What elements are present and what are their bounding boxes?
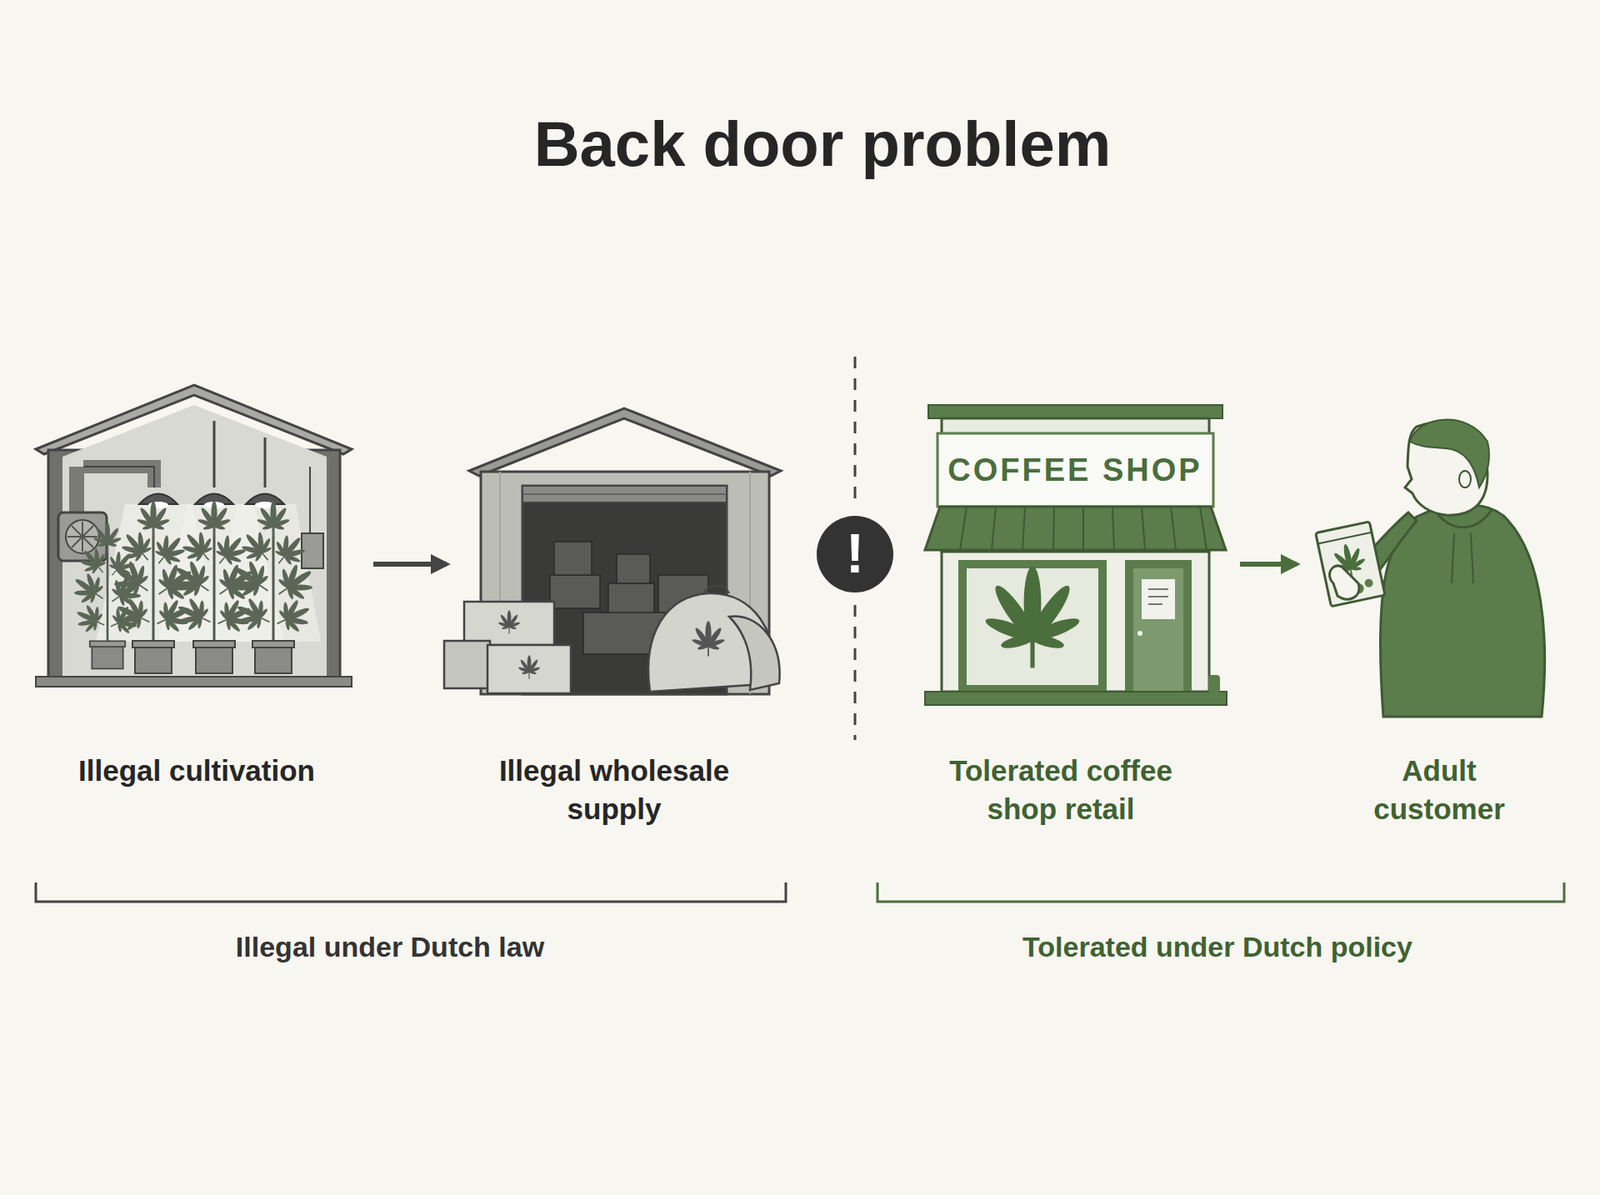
- stage-node: Adult customer: [1300, 383, 1579, 835]
- coffee-shop-part-part: [1112, 506, 1115, 550]
- grow-house-part-part: [165, 500, 263, 674]
- warehouse-part: [444, 601, 571, 694]
- coffee-shop-part: [937, 433, 1214, 507]
- separator-part: [854, 356, 857, 505]
- coffee-shop-part-part: [1200, 506, 1207, 550]
- coffee-shop-part-part: [1170, 506, 1176, 550]
- warehouse-part-part: [616, 554, 650, 584]
- bracket: [35, 882, 786, 902]
- warehouse-part-part: [464, 601, 555, 645]
- warehouse-part: [729, 616, 780, 690]
- grow-house-part: [58, 512, 107, 561]
- coffee-shop-part-part: [991, 506, 996, 550]
- warehouse-part: [517, 655, 540, 679]
- warehouse-part-part: [608, 583, 655, 617]
- grow-house-part-part: [225, 500, 322, 674]
- customer-figure-part-part: [1315, 521, 1385, 607]
- customer-figure-part: [1451, 533, 1455, 584]
- stage-label: Illegal wholesale supply: [480, 751, 748, 829]
- flow-arrow: [1240, 561, 1297, 567]
- warning-icon: !: [845, 521, 865, 585]
- customer-figure-part: [1410, 420, 1490, 488]
- customer-figure-part-part: [1364, 578, 1375, 589]
- warehouse-part: [691, 620, 726, 656]
- coffee-shop-part: [925, 506, 1226, 550]
- grow-house-part: [67, 521, 98, 552]
- stage-node: Tolerated coffee shop retail: [883, 383, 1239, 835]
- coffee-shop-part: [928, 405, 1223, 419]
- grow-house-part: [309, 466, 311, 534]
- shop-sign-text: COFFEE SHOP: [947, 452, 1202, 489]
- grow-house-part: [66, 500, 322, 674]
- warehouse-part-part: [554, 541, 592, 575]
- coffee-shop-part: [960, 506, 1207, 550]
- warehouse-part: [497, 610, 520, 634]
- stage-label: Adult customer: [1355, 751, 1523, 829]
- grow-house-part-part: [105, 500, 202, 674]
- coffee-shop: [925, 405, 1227, 705]
- coffee-shop-part: [1141, 579, 1175, 620]
- customer-figure-part-part: [1317, 532, 1372, 545]
- coffee-shop-part: [1137, 630, 1143, 636]
- coffee-shop-part: [1148, 589, 1169, 605]
- coffee-shop-part-part: [1141, 506, 1145, 550]
- warehouse-part-part: [487, 645, 571, 694]
- separator-part: [816, 515, 894, 593]
- warehouse-part: [469, 408, 781, 476]
- grow-house-part: [65, 520, 100, 554]
- warehouse: [444, 408, 781, 695]
- bracket: [877, 882, 1565, 902]
- customer-figure-part: [1315, 521, 1385, 607]
- customer-figure: [1315, 420, 1545, 717]
- separator: [816, 356, 894, 740]
- coffee-shop-part: [1133, 568, 1184, 694]
- customer-figure-part: [1459, 470, 1471, 488]
- grow-house-part: [62, 405, 327, 677]
- warehouse-part-part: [444, 640, 490, 689]
- grow-house-part: [35, 676, 352, 687]
- coffee-shop-part-part: [1022, 506, 1025, 550]
- grow-house-part: [69, 466, 85, 517]
- grow-house-part: [83, 466, 155, 488]
- coffee-shop-part: [925, 691, 1227, 705]
- coffee-shop-part: [1208, 675, 1220, 694]
- customer-figure-part: [1329, 565, 1360, 600]
- grow-house-part: [213, 420, 216, 488]
- coffee-shop-part-part: [1082, 506, 1085, 550]
- bracket-label: Tolerated under Dutch policy: [1022, 930, 1413, 964]
- stage-label: Tolerated coffee shop retail: [919, 751, 1203, 829]
- grow-house-part: [264, 437, 267, 488]
- bracket-label: Illegal under Dutch law: [235, 930, 545, 964]
- flow-arrow: [373, 561, 447, 567]
- coffee-shop-part: [958, 560, 1107, 694]
- warehouse-part: [704, 585, 730, 594]
- stage-label: Illegal cultivation: [30, 751, 364, 790]
- separator-part: [854, 605, 857, 740]
- coffee-shop-part: [1125, 560, 1192, 694]
- coffee-shop-part-part: [960, 506, 967, 550]
- grow-house-part: [83, 466, 155, 488]
- warehouse-part: [522, 485, 727, 503]
- coffee-shop-part-part: [1053, 506, 1055, 550]
- stage-node: Illegal cultivation: [21, 383, 372, 797]
- stage-node: Illegal wholesale supply: [450, 383, 779, 835]
- grow-house: [35, 385, 352, 687]
- coffee-shop-part: [983, 565, 1082, 668]
- warehouse-part: [522, 493, 727, 495]
- diagram-title: Back door problem: [534, 107, 1112, 180]
- grow-house-part: [301, 533, 324, 569]
- warehouse-part-part: [550, 575, 600, 609]
- customer-figure-part: [1470, 533, 1474, 584]
